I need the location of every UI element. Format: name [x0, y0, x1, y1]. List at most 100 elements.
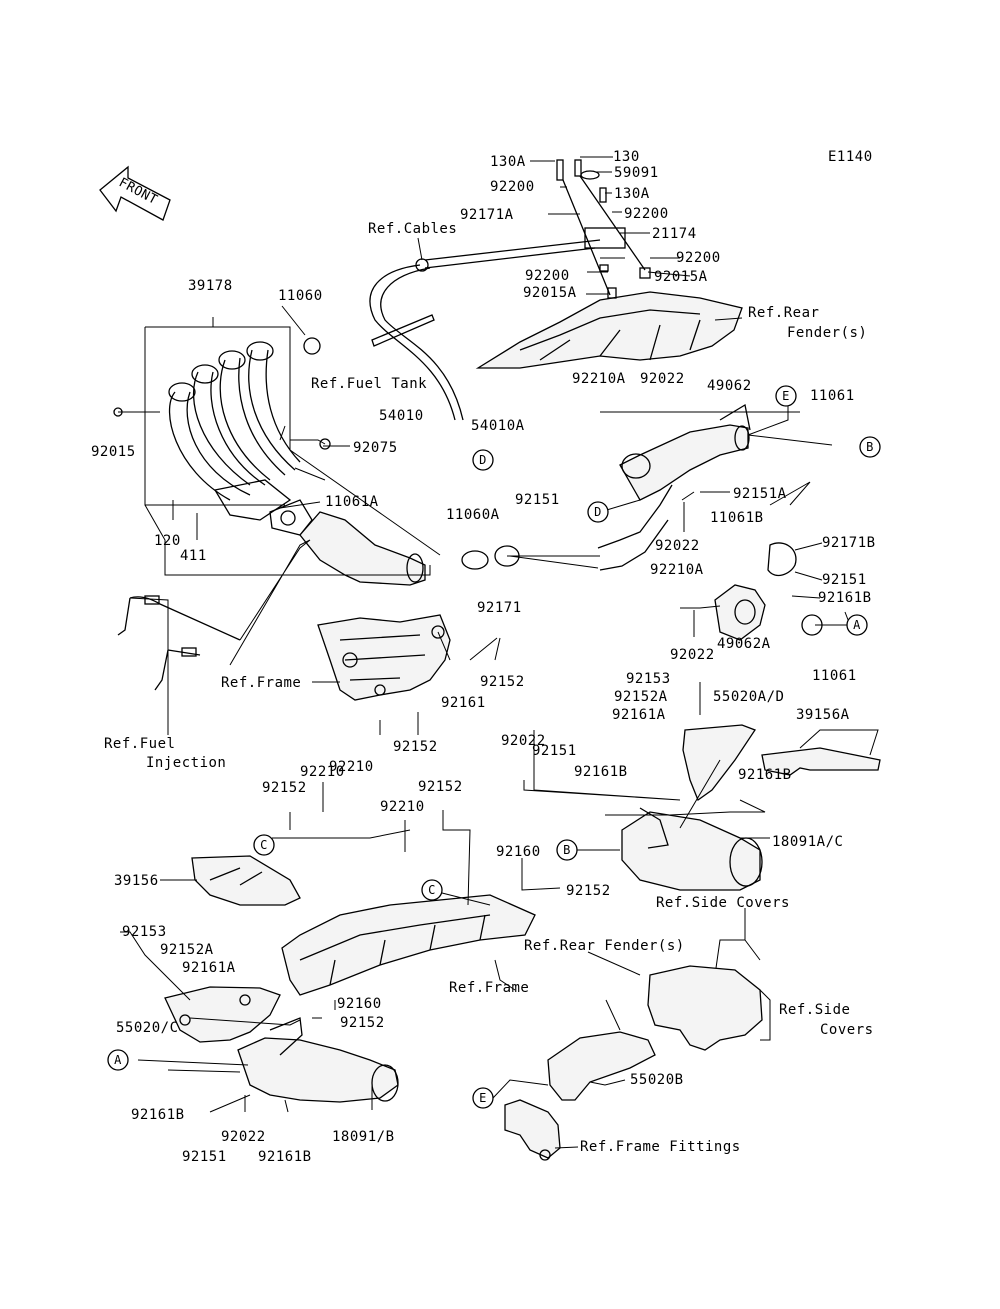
- label-92075: 92075: [353, 440, 398, 456]
- label-92171: 92171: [477, 600, 522, 616]
- heat-shield-lower-left-part: [164, 986, 281, 1043]
- label-ref-fuel-tank: Ref.Fuel Tank: [311, 376, 427, 392]
- label-11061-b: 11061: [812, 668, 857, 684]
- svg-text:B: B: [563, 843, 571, 857]
- label-54010a: 54010A: [471, 418, 525, 434]
- label-49062a: 49062A: [717, 636, 771, 652]
- label-92152-c: 92152: [262, 780, 307, 796]
- label-92210-c: 92210: [380, 799, 425, 815]
- label-92171b: 92171B: [822, 535, 876, 551]
- callout-c-mid: C: [421, 879, 443, 901]
- svg-text:D: D: [479, 453, 487, 467]
- label-92022-a: 92022: [640, 371, 685, 387]
- label-ref-side-covers-a: Ref.Side Covers: [656, 895, 790, 911]
- label-92160-a: 92160: [496, 844, 541, 860]
- label-92152a-b: 92152A: [160, 942, 214, 958]
- svg-text:B: B: [866, 440, 874, 454]
- throttle-cables-part: [369, 239, 601, 421]
- callout-b-muffler: B: [556, 839, 578, 861]
- label-ref-frame-a: Ref.Frame: [221, 675, 301, 691]
- label-92151-b: 92151: [822, 572, 867, 588]
- svg-text:C: C: [260, 838, 268, 852]
- callout-d-left: D: [587, 501, 609, 523]
- label-92151-c: 92151: [532, 743, 577, 759]
- label-92015: 92015: [91, 444, 136, 460]
- heat-shield-upper-part: [682, 724, 881, 802]
- label-ref-fuel-injection-2: Injection: [146, 755, 226, 771]
- label-39156: 39156: [114, 873, 159, 889]
- label-130a-b: 130A: [614, 186, 650, 202]
- label-92153-b: 92153: [122, 924, 167, 940]
- label-92152-f: 92152: [340, 1015, 385, 1031]
- svg-text:A: A: [853, 618, 861, 632]
- label-92015a-b: 92015A: [523, 285, 577, 301]
- bolt-stack-part: [556, 159, 651, 299]
- label-59091: 59091: [614, 165, 659, 181]
- label-92022-b: 92022: [655, 538, 700, 554]
- label-ref-frame-fittings: Ref.Frame Fittings: [580, 1139, 741, 1155]
- label-39178: 39178: [188, 278, 233, 294]
- label-92210-b: 92210: [300, 764, 345, 780]
- label-92161a-a: 92161A: [612, 707, 666, 723]
- label-92152-e: 92152: [566, 883, 611, 899]
- muffler-left-part: [237, 1017, 399, 1103]
- label-92200-c: 92200: [676, 250, 721, 266]
- label-ref-frame-b: Ref.Frame: [449, 980, 529, 996]
- label-11060: 11060: [278, 288, 323, 304]
- label-92022-c: 92022: [670, 647, 715, 663]
- callout-b-top: B: [859, 436, 881, 458]
- diagram-id: E1140: [828, 149, 873, 165]
- label-92022-e: 92022: [221, 1129, 266, 1145]
- label-55020ad: 55020A/D: [713, 689, 784, 705]
- label-ref-cables: Ref.Cables: [368, 221, 457, 237]
- callout-d-mid: D: [472, 449, 494, 471]
- label-39156a: 39156A: [796, 707, 850, 723]
- label-92200-b: 92200: [624, 206, 669, 222]
- label-11061b: 11061B: [710, 510, 764, 526]
- label-92152-a: 92152: [480, 674, 525, 690]
- label-411: 411: [180, 548, 207, 564]
- side-cover-part: [647, 965, 763, 1051]
- callout-e-top: E: [775, 385, 797, 407]
- frame-lower-part: [281, 894, 536, 996]
- svg-text:D: D: [594, 505, 602, 519]
- label-130a-top: 130A: [490, 154, 526, 170]
- svg-text:C: C: [428, 883, 436, 897]
- label-11061-a: 11061: [810, 388, 855, 404]
- label-92161a-b: 92161A: [182, 960, 236, 976]
- label-92171a: 92171A: [460, 207, 514, 223]
- label-55020c: 55020/C: [116, 1020, 179, 1036]
- label-92161b-e: 92161B: [258, 1149, 312, 1165]
- label-92161b-a: 92161B: [818, 590, 872, 606]
- label-49062: 49062: [707, 378, 752, 394]
- label-18091b: 18091/B: [332, 1129, 395, 1145]
- label-ref-rear-fender-2: Fender(s): [787, 325, 867, 341]
- front-arrow-icon: FRONT: [99, 165, 171, 221]
- leader-lines: [118, 156, 879, 1149]
- label-92022-d: 92022: [501, 733, 546, 749]
- catalyzer-part: [299, 403, 751, 586]
- part-labels: 130A 130 92200 59091 130A 92171A 92200 R…: [91, 149, 876, 1165]
- callout-a-left: A: [107, 1049, 129, 1071]
- exhaust-valve-actuator-part: [714, 542, 823, 641]
- label-92152-b: 92152: [393, 739, 438, 755]
- label-ref-side-b-2: Covers: [820, 1022, 874, 1038]
- label-92200-a: 92200: [490, 179, 535, 195]
- label-ref-rear-fender-b: Ref.Rear Fender(s): [524, 938, 685, 954]
- label-92015a-a: 92015A: [654, 269, 708, 285]
- label-92160-b: 92160: [337, 996, 382, 1012]
- label-92161b-d: 92161B: [131, 1107, 185, 1123]
- label-120: 120: [154, 533, 181, 549]
- label-92153-a: 92153: [626, 671, 671, 687]
- label-21174: 21174: [652, 226, 697, 242]
- label-92151a: 92151A: [733, 486, 787, 502]
- svg-text:A: A: [114, 1053, 122, 1067]
- label-92152a-a: 92152A: [614, 689, 668, 705]
- label-92152-d: 92152: [418, 779, 463, 795]
- label-92161b-b: 92161B: [574, 764, 628, 780]
- muffler-right-part: [621, 807, 763, 891]
- label-ref-side-b-1: Ref.Side: [779, 1002, 850, 1018]
- label-92210a-a: 92210A: [572, 371, 626, 387]
- callout-c-left: C: [253, 834, 275, 856]
